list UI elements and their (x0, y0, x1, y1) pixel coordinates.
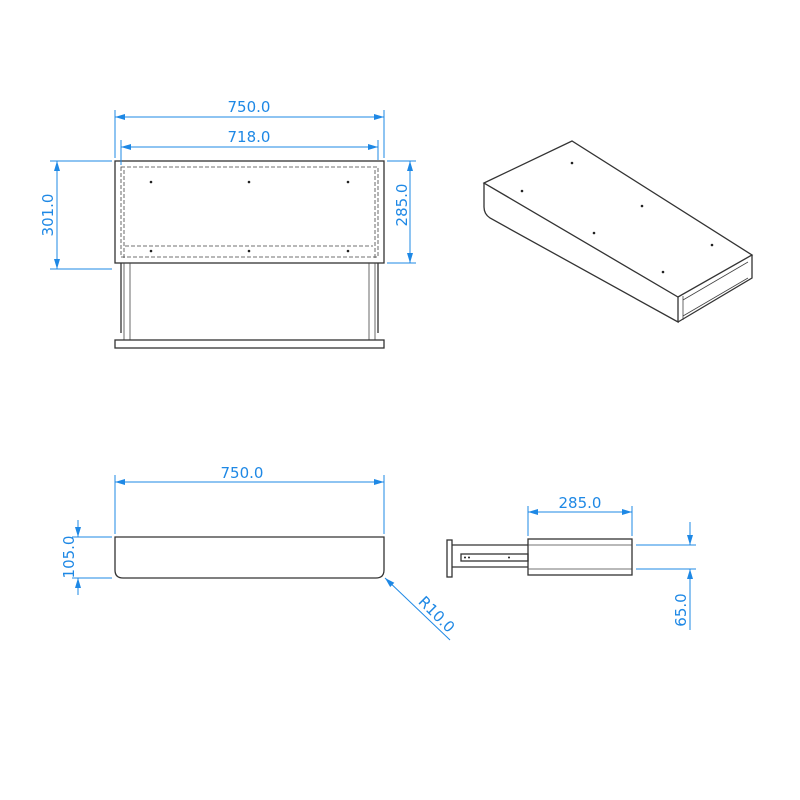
dim-side-thickness: 65.0 (672, 593, 690, 626)
dim-side-depth: 285.0 (559, 494, 602, 512)
front-view (114, 160, 385, 349)
bottom-view (114, 536, 385, 579)
dim-inner-height: 285.0 (393, 184, 411, 227)
dim-overall-width: 750.0 (228, 98, 271, 116)
side-view (446, 538, 633, 578)
isometric-view (482, 140, 754, 324)
dim-bottom-height: 105.0 (60, 536, 78, 579)
bottom-dimensions: 750.0 105.0 R10.0 (60, 464, 459, 641)
dim-radius: R10.0 (415, 593, 459, 637)
dim-inner-width: 718.0 (228, 128, 271, 146)
front-dimensions: 750.0 718.0 301.0 285.0 (39, 98, 416, 270)
dim-overall-height: 301.0 (39, 194, 57, 237)
side-dimensions: 285.0 65.0 (527, 494, 696, 630)
dim-bottom-width: 750.0 (221, 464, 264, 482)
